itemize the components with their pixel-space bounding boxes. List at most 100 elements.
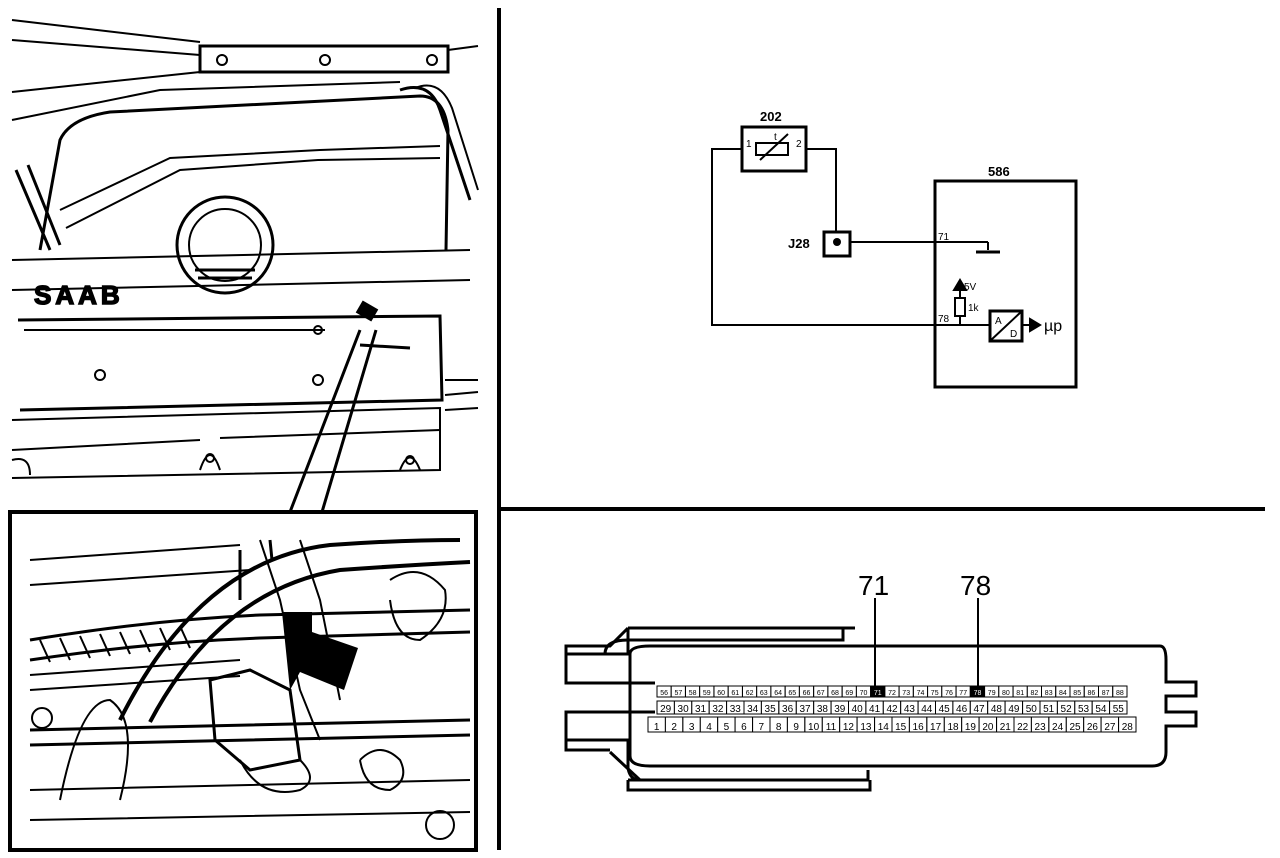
connector-pin-number: 2 (671, 722, 677, 733)
engine-bay-illustration (11, 19, 479, 479)
connector-pin-number: 8 (776, 722, 782, 733)
connector-ref-label: J28 (788, 236, 810, 251)
connector-pin-number: 69 (845, 690, 853, 697)
connector-pin-number: 86 (1088, 690, 1096, 697)
callout-78: 78 (960, 570, 991, 601)
sensor-pin-1: 1 (746, 139, 752, 150)
connector-pin-number: 31 (695, 704, 707, 715)
connector-pin-number: 26 (1087, 722, 1099, 733)
connector-j28 (822, 230, 852, 258)
connector-pin-number: 57 (675, 690, 683, 697)
sensor-thermistor-symbol (755, 142, 789, 156)
connector-pin-number: 56 (660, 690, 668, 697)
resistor-label: 1k (968, 303, 980, 314)
connector-pin-number: 67 (817, 690, 825, 697)
connector-pin-number: 27 (1104, 722, 1116, 733)
sensor-ref-label: 202 (760, 109, 782, 124)
connector-pin-number: 74 (917, 690, 925, 697)
connector-pin-number: 59 (703, 690, 711, 697)
output-label: µp (1044, 318, 1062, 335)
connector-pin-number: 19 (965, 722, 977, 733)
connector-pin-number: 47 (973, 704, 985, 715)
connector-pin-number: 64 (774, 690, 782, 697)
connector-pin-number: 17 (930, 722, 942, 733)
ecu-ref-label: 586 (988, 164, 1010, 179)
connector-pin-number: 29 (660, 704, 672, 715)
detail-leader (288, 329, 378, 513)
connector-pin-number: 50 (1026, 704, 1038, 715)
connector-pin-number: 14 (878, 722, 890, 733)
connector-pin-number: 39 (834, 704, 846, 715)
connector-pin-number: 1 (654, 722, 660, 733)
connector-pin-number: 55 (1113, 704, 1125, 715)
connector-pin-number: 70 (860, 690, 868, 697)
connector-pin-number: 15 (895, 722, 907, 733)
sensor-symbol-label: t (774, 132, 777, 143)
connector-pin-cell (1118, 716, 1137, 733)
wire-sensor-to-ecu (711, 148, 990, 326)
connector-pin-number: 32 (712, 704, 724, 715)
connector-pin-number: 41 (869, 704, 881, 715)
connector-pin-number: 85 (1073, 690, 1081, 697)
brand-badge: SAAB (34, 280, 124, 310)
ecu-connector-outline (564, 626, 1198, 792)
connector-pin-number: 22 (1017, 722, 1029, 733)
connector-pin-number: 23 (1035, 722, 1047, 733)
connector-pin-number: 5 (724, 722, 730, 733)
connector-pin-number: 61 (731, 690, 739, 697)
connector-pin-number: 3 (689, 722, 695, 733)
connector-pin-number: 12 (843, 722, 855, 733)
adc-label-d: D (1010, 329, 1017, 340)
detail-view-frame (8, 510, 478, 852)
detail-view-illustration (29, 538, 471, 840)
connector-pin-number: 72 (888, 690, 896, 697)
connector-pin-number: 83 (1045, 690, 1053, 697)
connector-pin-number: 33 (730, 704, 742, 715)
connector-pin-number: 9 (793, 722, 799, 733)
connector-pin-number: 51 (1043, 704, 1055, 715)
connector-pin-number: 6 (741, 722, 747, 733)
connector-pin-number: 84 (1059, 690, 1067, 697)
connector-pin-number: 21 (1000, 722, 1012, 733)
wire-sensor-to-connector (806, 148, 837, 232)
connector-pin-number: 88 (1116, 690, 1124, 697)
connector-pin-number: 65 (788, 690, 796, 697)
connector-pin-number: 80 (1002, 690, 1010, 697)
connector-pin-cell (1109, 700, 1128, 715)
connector-pin-number: 76 (945, 690, 953, 697)
connector-pin-number: 16 (913, 722, 925, 733)
sensor-pin-2: 2 (796, 139, 802, 150)
connector-pin-number: 4 (706, 722, 712, 733)
connector-pin-number: 20 (982, 722, 994, 733)
connector-pin-number: 53 (1078, 704, 1090, 715)
connector-pin-number: 36 (782, 704, 794, 715)
wiring-schematic (711, 125, 1078, 389)
connector-pin-number: 58 (689, 690, 697, 697)
connector-pin-number: 43 (904, 704, 916, 715)
connector-pin-number: 71 (874, 690, 882, 697)
connector-pin-number: 13 (860, 722, 872, 733)
pullup-resistor (954, 297, 966, 317)
connector-pin-number: 73 (902, 690, 910, 697)
connector-pin-number: 81 (1016, 690, 1024, 697)
connector-pin-number: 25 (1069, 722, 1081, 733)
sensor-location-marker (355, 300, 379, 322)
connector-pin-number: 44 (921, 704, 933, 715)
connector-pin-number: 78 (974, 690, 982, 697)
connector-pin-number: 18 (947, 722, 959, 733)
connector-pin-number: 45 (939, 704, 951, 715)
connector-pin-number: 40 (852, 704, 864, 715)
connector-pin-number: 62 (746, 690, 754, 697)
connector-pin-number: 34 (747, 704, 759, 715)
connector-pin-number: 42 (886, 704, 898, 715)
connector-pin-number: 52 (1061, 704, 1073, 715)
connector-pin-number: 35 (765, 704, 777, 715)
connector-pin-number: 68 (831, 690, 839, 697)
connector-pin-number: 77 (959, 690, 967, 697)
j28-pin-dot (833, 238, 841, 246)
ecu-pin-78-label: 78 (938, 314, 950, 325)
connector-pin-number: 24 (1052, 722, 1064, 733)
connector-pin-number: 75 (931, 690, 939, 697)
